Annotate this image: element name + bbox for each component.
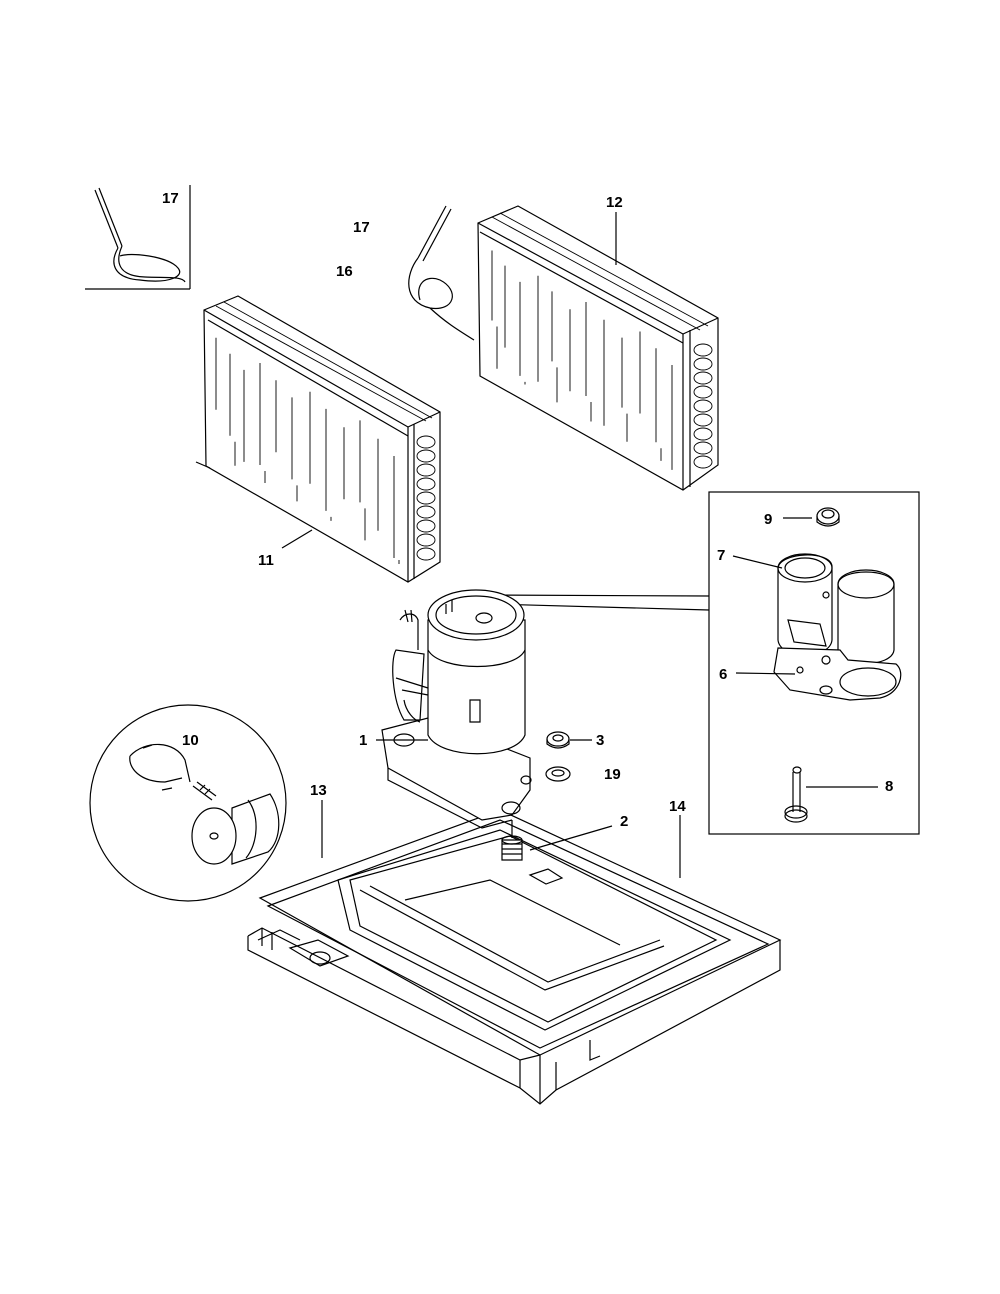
nut-9: [816, 507, 840, 527]
callout-7: 7: [717, 547, 725, 564]
callout-8: 8: [885, 778, 893, 795]
callout-17-main: 17: [353, 219, 370, 236]
washer-19: [545, 766, 571, 782]
grommet-2: [501, 820, 523, 861]
base-pan-14: [247, 809, 782, 1105]
compressor-1: [381, 589, 532, 829]
nut-3: [546, 731, 570, 749]
callout-3: 3: [596, 732, 604, 749]
evaporator-coil-11: [195, 295, 441, 583]
callout-6: 6: [719, 666, 727, 683]
callout-12: 12: [606, 194, 623, 211]
callout-19: 19: [604, 766, 621, 783]
gasket-6: [773, 647, 902, 701]
callout-10: 10: [182, 732, 199, 749]
callout-13: 13: [310, 782, 327, 799]
terminal-cover-7: [777, 553, 895, 665]
capacitor-detail-10: [89, 704, 287, 902]
leader-6: [735, 672, 796, 675]
leader-11: [281, 529, 313, 549]
leader-2: [529, 825, 613, 851]
detail-box-terminal-cover: [487, 491, 920, 835]
callout-1: 1: [359, 732, 367, 749]
leader-7: [732, 555, 783, 569]
condenser-coil-12: [477, 205, 719, 491]
callout-16: 16: [336, 263, 353, 280]
callout-14: 14: [669, 798, 686, 815]
bolt-8: [784, 766, 808, 823]
sensor-wire-16: [408, 205, 475, 341]
callout-2: 2: [620, 813, 628, 830]
inset-17-thermistor: [85, 185, 191, 290]
callout-17-inset: 17: [162, 190, 179, 207]
callout-9: 9: [764, 511, 772, 528]
callout-11: 11: [258, 552, 274, 569]
